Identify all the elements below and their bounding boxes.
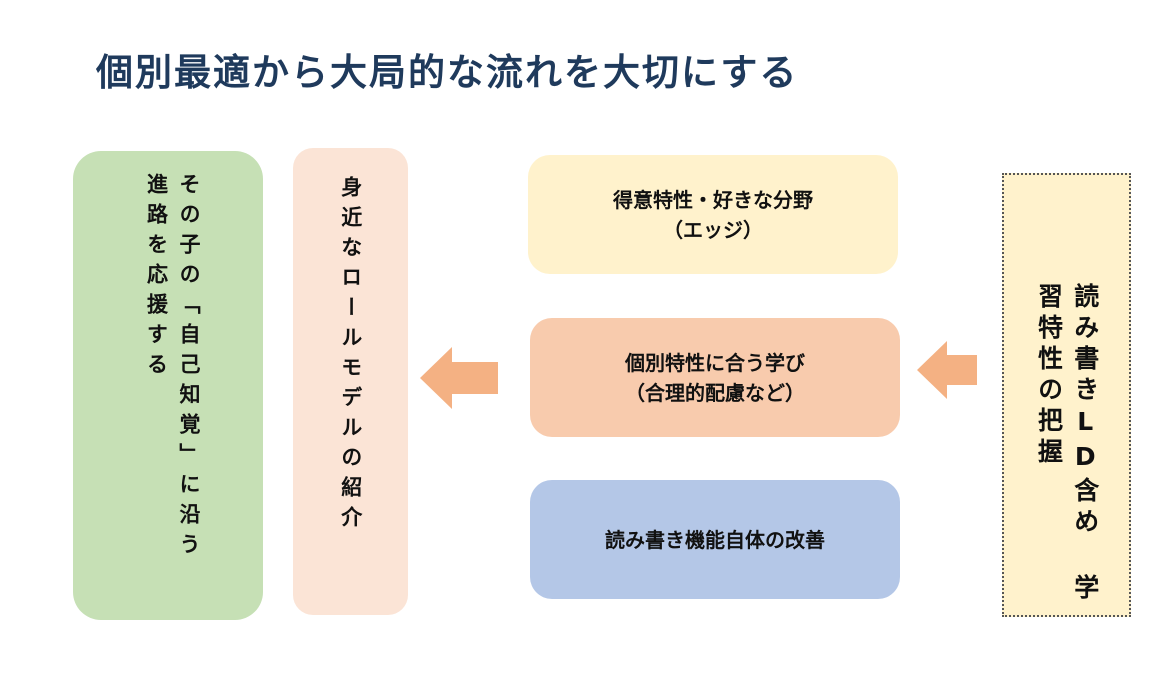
- career-support-col2: 進路を応援する: [144, 173, 169, 383]
- fitting-learning-box: 個別特性に合う学び （合理的配慮など）: [530, 318, 900, 437]
- strengths-box: 得意特性・好きな分野 （エッジ）: [528, 155, 898, 274]
- arrow-left-icon: [917, 341, 977, 399]
- learning-traits-box: 読み書きLD含め 学習特性の把握: [1002, 173, 1131, 617]
- learning-traits-text: 読み書きLD含め 学習特性の把握: [1030, 283, 1103, 615]
- role-model-box: 身近なロールモデルの紹介: [293, 148, 408, 615]
- strengths-line1: 得意特性・好きな分野: [613, 187, 813, 212]
- role-model-text: 身近なロールモデルの紹介: [338, 176, 363, 536]
- function-improvement-line1: 読み書き機能自体の改善: [605, 527, 825, 552]
- career-support-col1: その子の「自己知覚」に沿う: [177, 173, 201, 563]
- career-support-box: その子の「自己知覚」に沿う 進路を応援する: [73, 151, 263, 620]
- career-support-text: その子の「自己知覚」に沿う 進路を応援する: [140, 173, 205, 620]
- fitting-learning-line1: 個別特性に合う学び: [625, 350, 805, 375]
- learning-traits-col1: 読み書きLD含め: [1070, 283, 1100, 539]
- arrow-left-icon: [420, 347, 498, 409]
- function-improvement-box: 読み書き機能自体の改善: [530, 480, 900, 599]
- strengths-line2: （エッジ）: [663, 217, 763, 242]
- learning-traits-col2: 学習特性の把握: [1034, 283, 1100, 605]
- page-title: 個別最適から大局的な流れを大切にする: [96, 51, 799, 94]
- fitting-learning-line2: （合理的配慮など）: [625, 380, 805, 405]
